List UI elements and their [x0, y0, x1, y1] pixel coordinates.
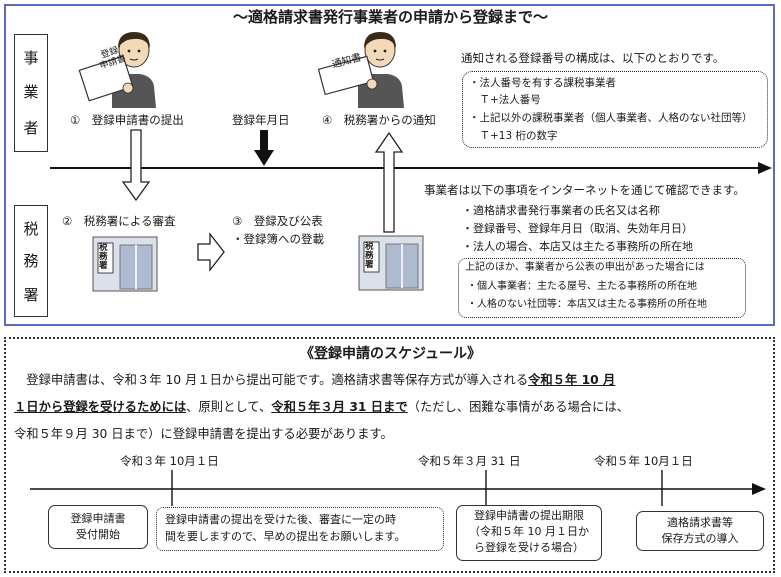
role-tax-char-1: 税	[23, 220, 39, 238]
schedule-line-2-end: （ただし、困難な事情がある場合には、	[407, 400, 629, 414]
notice-item-1: ・法人番号を有する課税事業者	[469, 77, 616, 89]
step-4-label: ④ 税務署からの通知	[322, 113, 436, 127]
building-label-2: 税務署	[365, 242, 374, 270]
role-tax-char-2: 務	[23, 252, 39, 270]
person-with-application-icon	[78, 32, 156, 108]
confirm-item-1: ・適格請求書発行事業者の氏名又は名称	[462, 204, 660, 217]
confirm-intro: 事業者は以下の事項をインターネットを通じて確認できます。	[424, 183, 745, 197]
submission-deadline-box: 登録申請書の提出期限 （令和５年 10 月１日か ら登録を受ける場合）	[456, 505, 602, 561]
step-3-title: ③ 登録及び公表	[232, 214, 323, 228]
tax-office-building-icon-2: 税務署	[358, 234, 424, 292]
building-label: 税務署	[99, 243, 108, 271]
date-r5-mar31: 令和５年３月 31 日	[418, 454, 521, 468]
schedule-line-2-bold-2: 令和５年３月 31 日まで	[271, 400, 408, 414]
registration-flow-panel	[4, 4, 775, 326]
optional-disclosure-box: 上記のほか、事業者から公表の申出があった場合には ・個人事業者：主たる屋号、主た…	[458, 258, 746, 318]
role-tax-office-box: 税 務 署	[14, 205, 48, 317]
reception-start-box: 登録申請書 受付開始	[48, 505, 148, 549]
person-with-notice-icon	[318, 32, 404, 108]
role-business-char-3: 者	[23, 119, 39, 137]
registration-number-box: ・法人番号を有する課税事業者 Ｔ+法人番号 ・上記以外の課税事業者（個人事業者、…	[462, 71, 768, 148]
extra-intro: 上記のほか、事業者から公表の申出があった場合には	[465, 262, 705, 273]
step-2-label: ② 税務署による審査	[62, 214, 176, 228]
date-r5-oct1: 令和５年 10月１日	[594, 454, 693, 468]
registration-date-label: 登録年月日	[232, 113, 290, 127]
schedule-line-3: 令和５年９月 30 日まで）に登録申請書を提出する必要があります。	[14, 427, 393, 441]
notice-intro: 通知される登録番号の構成は、以下のとおりです。	[461, 51, 725, 65]
notice-item-4: Ｔ+13 桁の数字	[469, 130, 558, 142]
role-business-char-2: 業	[23, 83, 39, 101]
schedule-line-2: １日から登録を受けるためには、原則として、令和５年３月 31 日まで（ただし、困…	[14, 400, 629, 415]
schedule-panel	[4, 337, 775, 573]
date-r3-oct1: 令和３年 10月１日	[120, 454, 219, 468]
schedule-timeline	[30, 470, 766, 506]
schedule-line-2-bold-1: １日から登録を受けるためには	[14, 400, 187, 414]
confirm-item-2: ・登録番号、登録年月日（取消、失効年月日）	[462, 222, 693, 235]
notice-item-2: Ｔ+法人番号	[469, 94, 541, 106]
notice-item-3: ・上記以外の課税事業者（個人事業者、人格のない社団等）	[469, 112, 753, 124]
flow-title: ～適格請求書発行事業者の申請から登録まで～	[232, 8, 548, 26]
schedule-line-1-bold: 令和５年 10 月	[528, 373, 616, 387]
step-3-sub: ・登録簿への登載	[232, 232, 324, 246]
schedule-line-1: 登録申請書は、令和３年 10 月１日から提出可能です。適格請求書等保存方式が導入…	[14, 373, 615, 388]
schedule-line-1-text: 登録申請書は、令和３年 10 月１日から提出可能です。適格請求書等保存方式が導入…	[14, 373, 529, 387]
system-introduction-box: 適格請求書等 保存方式の導入	[636, 511, 764, 551]
tax-office-building-icon: 税務署	[92, 235, 158, 293]
schedule-title: 《登録申請のスケジュール》	[299, 346, 482, 362]
step-1-label: ① 登録申請書の提出	[70, 113, 184, 127]
early-submission-note: 登録申請書の提出を受けた後、審査に一定の時 間を要しますので、早めの提出をお願い…	[156, 507, 444, 551]
role-tax-char-3: 署	[23, 286, 39, 304]
extra-item-1: ・個人事業者：主たる屋号、主たる事務所の所在地	[467, 281, 697, 292]
flow-arrows	[50, 129, 772, 272]
schedule-line-2-mid: 、原則として、	[186, 400, 272, 414]
extra-item-2: ・人格のない社団等：本店又は主たる事務所の所在地	[467, 299, 707, 310]
role-business-char-1: 事	[23, 49, 39, 67]
role-business-box: 事 業 者	[14, 34, 48, 152]
confirm-item-3: ・法人の場合、本店又は主たる事務所の所在地	[462, 240, 693, 253]
